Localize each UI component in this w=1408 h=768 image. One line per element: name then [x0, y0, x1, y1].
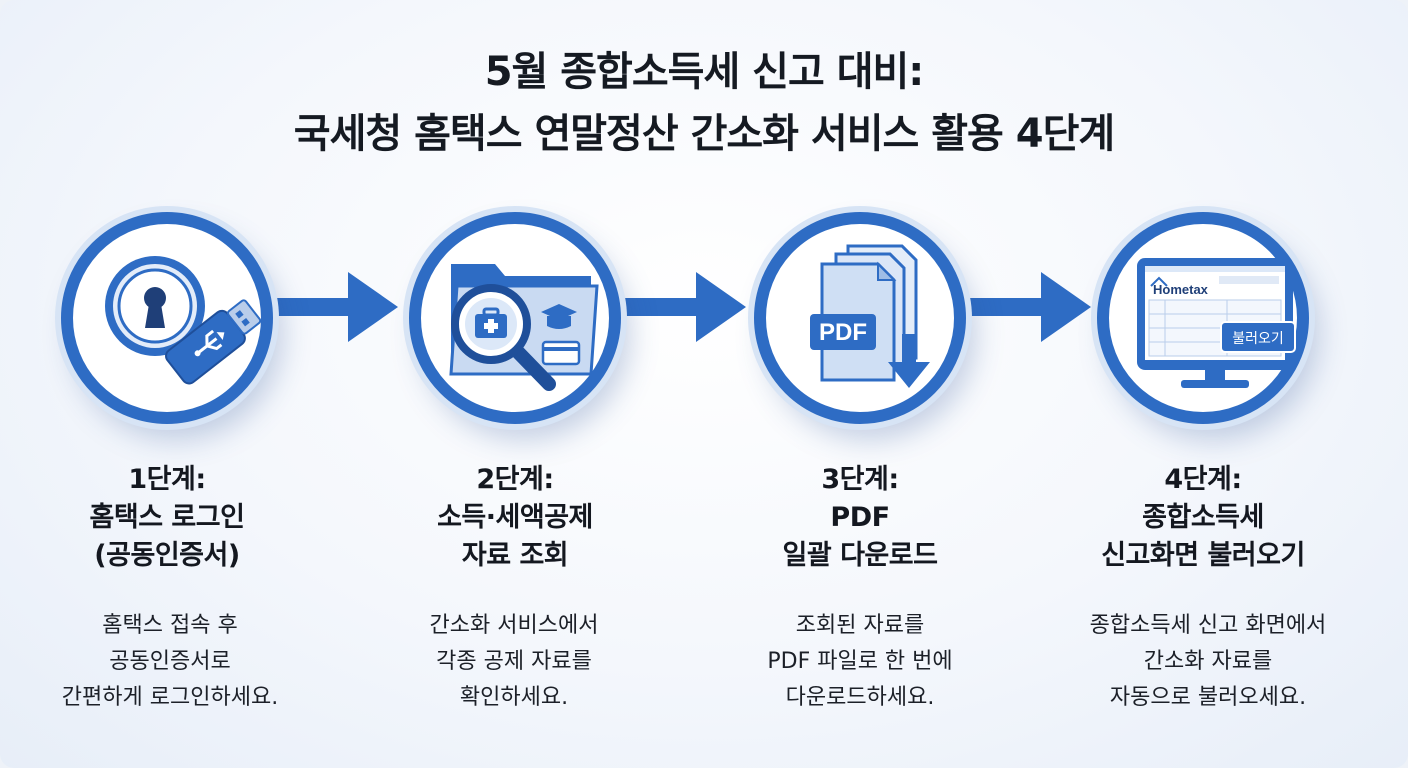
- load-button: 불러오기: [1232, 331, 1284, 347]
- step-3-circle: PDF: [754, 212, 966, 424]
- step-1-heading-line: 1단계:: [128, 464, 206, 495]
- step-1-heading: 1단계: 홈택스 로그인 (공동인증서): [7, 461, 327, 575]
- step-4-description-line: 종합소득세 신고 화면에서: [1089, 613, 1327, 638]
- step-4-heading-line: 4단계:: [1164, 464, 1242, 495]
- step-3-heading-line: PDF: [830, 502, 890, 533]
- step-2-description-line: 간소화 서비스에서: [429, 613, 599, 638]
- step-3-heading-line: 3단계:: [821, 464, 899, 495]
- title-line-1: 5월 종합소득세 신고 대비:: [484, 49, 925, 95]
- hometax-brand: Hometax: [1153, 282, 1209, 297]
- step-1-description-line: 공동인증서로: [109, 649, 231, 674]
- arrow-right-icon: [270, 272, 398, 342]
- step-4-circle: Hometax 불러오기: [1097, 212, 1309, 424]
- step-4-description: 종합소득세 신고 화면에서 간소화 자료를 자동으로 불러오세요.: [1038, 608, 1378, 716]
- pdf-label: PDF: [819, 319, 867, 346]
- step-1-description-line: 홈택스 접속 후: [102, 613, 238, 638]
- step-4-description-line: 간소화 자료를: [1143, 649, 1273, 674]
- step-2-heading-line: 2단계:: [476, 464, 554, 495]
- step-2-circle: [409, 212, 621, 424]
- folder-magnifier-icon: [449, 264, 599, 391]
- step-4-heading-line: 종합소득세: [1142, 502, 1264, 533]
- step-1-description-line: 간편하게 로그인하세요.: [61, 685, 279, 710]
- arrow-right-icon: [963, 272, 1091, 342]
- step-1-description: 홈택스 접속 후 공동인증서로 간편하게 로그인하세요.: [0, 608, 340, 716]
- step-2-heading-line: 소득·세액공제: [437, 502, 593, 533]
- step-2-heading-line: 자료 조회: [461, 540, 569, 571]
- step-3-description-line: 다운로드하세요.: [785, 685, 935, 710]
- title-line-2: 국세청 홈택스 연말정산 간소화 서비스 활용 4단계: [293, 111, 1115, 157]
- step-2-description-line: 각종 공제 자료를: [436, 649, 592, 674]
- arrow-right-icon: [618, 272, 746, 342]
- step-1-heading-line: (공동인증서): [94, 540, 240, 571]
- step-1-circle: [61, 212, 273, 424]
- monitor-hometax-icon: Hometax 불러오기: [1137, 258, 1296, 388]
- step-2-description: 간소화 서비스에서 각종 공제 자료를 확인하세요.: [344, 608, 684, 716]
- step-2-heading: 2단계: 소득·세액공제 자료 조회: [355, 461, 675, 575]
- step-3-heading-line: 일괄 다운로드: [782, 540, 938, 571]
- step-3-description-line: PDF 파일로 한 번에: [767, 649, 953, 674]
- keyhole-usb-icon: [105, 256, 261, 385]
- step-2-description-line: 확인하세요.: [459, 685, 569, 710]
- step-3-description: 조회된 자료를 PDF 파일로 한 번에 다운로드하세요.: [690, 608, 1030, 716]
- step-3-heading: 3단계: PDF 일괄 다운로드: [700, 461, 1020, 575]
- step-4-heading: 4단계: 종합소득세 신고화면 불러오기: [1043, 461, 1363, 575]
- step-1-heading-line: 홈택스 로그인: [89, 502, 245, 533]
- step-4-description-line: 자동으로 불러오세요.: [1109, 685, 1307, 710]
- pdf-download-icon: PDF: [810, 244, 930, 388]
- step-3-description-line: 조회된 자료를: [795, 613, 925, 638]
- step-4-heading-line: 신고화면 불러오기: [1101, 540, 1305, 571]
